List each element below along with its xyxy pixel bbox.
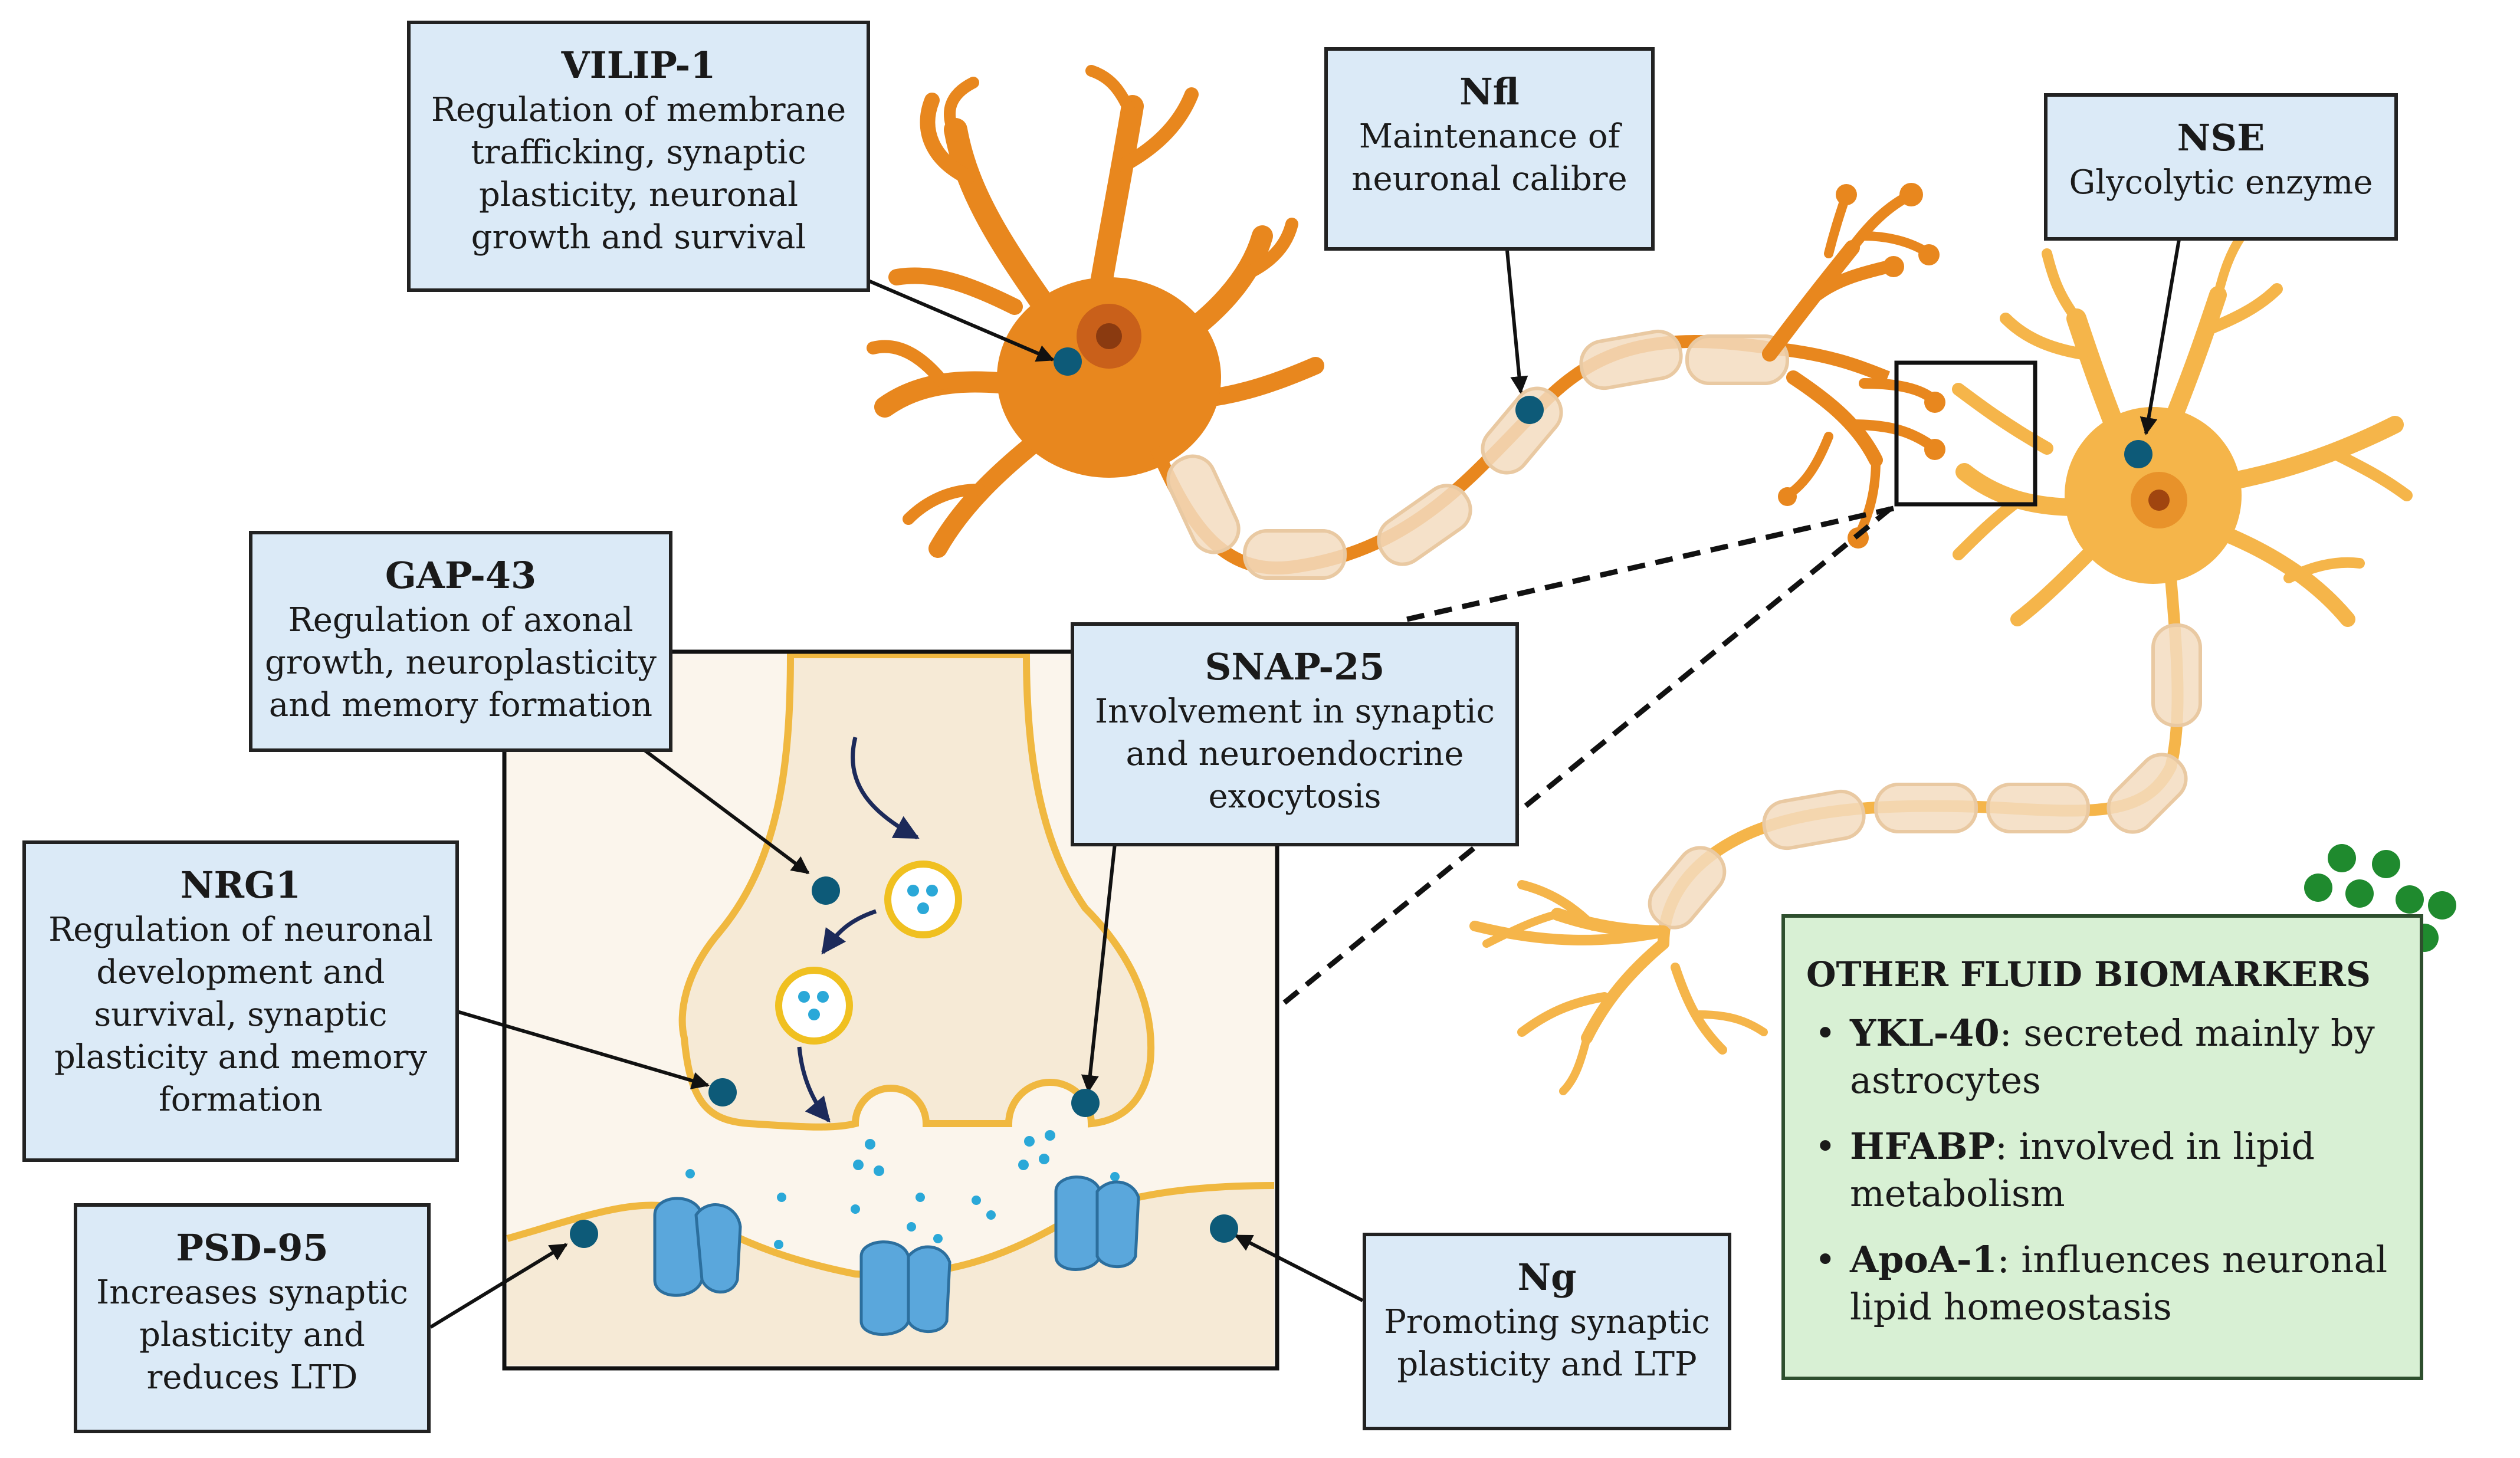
myelin-sheath-1	[1166, 329, 1789, 580]
desc-line: survival, synaptic	[94, 996, 388, 1034]
marker-ng	[1210, 1214, 1238, 1243]
neuron-presynaptic	[867, 65, 1945, 580]
box-ng: Ng Promoting synaptic plasticity and LTP	[1363, 1233, 1731, 1430]
title-psd95: PSD-95	[176, 1226, 329, 1269]
other-biomarkers-list: • YKL-40: secreted mainly by astrocytes …	[1785, 1010, 2420, 1331]
axon-2	[1658, 577, 2184, 944]
arrow-nfl	[1505, 250, 1528, 394]
axon-terminal-2	[1469, 880, 1768, 1095]
desc-line: Glycolytic enzyme	[2069, 163, 2373, 202]
myelin-sheath-2	[1648, 623, 2202, 930]
desc-line: plasticity and memory	[54, 1038, 428, 1076]
title-snap25: SNAP-25	[1205, 645, 1385, 688]
box-nrg1: NRG1 Regulation of neuronal development …	[22, 840, 459, 1162]
marker-nse	[2124, 440, 2152, 468]
bullet: •	[1814, 1125, 1836, 1168]
title-nfl: Nfl	[1459, 70, 1520, 113]
desc-line: plasticity and LTP	[1397, 1345, 1697, 1384]
marker-snap25	[1071, 1089, 1100, 1117]
desc-line: plasticity and	[139, 1316, 365, 1354]
transport-arrow-3	[797, 1046, 831, 1123]
released-neurotransmitters	[685, 1130, 1120, 1249]
neuron-1-soma	[997, 277, 1221, 478]
biomarker-markers	[570, 347, 2152, 1248]
list-item-hfabp: • HFABP: involved in lipid metabolism	[1806, 1123, 2420, 1217]
title-gap43: GAP-43	[385, 554, 537, 597]
other-biomarkers-box: OTHER FLUID BIOMARKERS • YKL-40: secrete…	[1781, 914, 2423, 1380]
item-text: : influences neuronal	[1997, 1238, 2388, 1281]
item-text-cont: lipid homeostasis	[1850, 1285, 2172, 1328]
neuron-2-nucleolus	[2148, 490, 2170, 511]
connector-arrows	[429, 235, 2181, 1329]
item-text: : secreted mainly by	[1999, 1012, 2375, 1055]
box-vilip1: VILIP-1 Regulation of membrane trafficki…	[407, 21, 870, 292]
box-snap25: SNAP-25 Involvement in synaptic and neur…	[1071, 622, 1519, 846]
desc-line: Promoting synaptic	[1384, 1303, 1710, 1341]
box-nse: NSE Glycolytic enzyme	[2044, 93, 2398, 241]
desc-line: and neuroendocrine	[1126, 735, 1464, 773]
zoom-line-bottom	[1275, 506, 1892, 1011]
desc-line: and memory formation	[268, 686, 653, 724]
box-nfl: Nfl Maintenance of neuronal calibre	[1324, 47, 1655, 251]
box-psd95: PSD-95 Increases synaptic plasticity and…	[74, 1203, 431, 1433]
vesicle-1	[884, 861, 962, 938]
arrow-gap43	[642, 747, 810, 875]
receptor-channels	[653, 1175, 1140, 1336]
title-vilip1: VILIP-1	[561, 44, 716, 87]
desc-line: trafficking, synaptic	[471, 133, 806, 172]
desc-line: formation	[159, 1081, 323, 1119]
arrow-vilip1	[866, 278, 1055, 362]
desc-line: exocytosis	[1208, 777, 1382, 816]
desc-line: growth and survival	[471, 218, 806, 257]
title-ng: Ng	[1517, 1256, 1577, 1299]
zoom-box	[1894, 360, 2037, 507]
item-name: HFABP	[1850, 1125, 1996, 1168]
list-item-apoa1: • ApoA-1: influences neuronal lipid home…	[1806, 1236, 2420, 1331]
arrow-ng	[1234, 1234, 1364, 1302]
desc-line: Regulation of membrane	[431, 91, 846, 129]
bullet: •	[1814, 1238, 1836, 1281]
desc-line: Regulation of neuronal	[48, 911, 433, 949]
arrow-nse	[2140, 235, 2181, 435]
desc-line: plasticity, neuronal	[479, 176, 798, 214]
marker-nfl	[1515, 396, 1544, 424]
neuron-postsynaptic	[1469, 231, 2413, 1095]
marker-nrg1	[708, 1078, 737, 1106]
marker-gap43	[812, 876, 840, 905]
marker-vilip1	[1054, 347, 1082, 376]
transport-arrow-1	[851, 737, 920, 840]
vesicle-2	[775, 967, 853, 1045]
bullet: •	[1814, 1012, 1836, 1055]
desc-line: reduces LTD	[146, 1358, 358, 1397]
title-nrg1: NRG1	[180, 863, 301, 907]
marker-psd95	[570, 1220, 598, 1248]
desc-line: Involvement in synaptic	[1094, 692, 1495, 731]
box-gap43: GAP-43 Regulation of axonal growth, neur…	[249, 531, 672, 752]
arrow-snap25	[1081, 843, 1117, 1093]
item-text-cont: metabolism	[1850, 1172, 2065, 1215]
desc-line: growth, neuroplasticity	[265, 643, 657, 682]
arrow-psd95	[429, 1243, 568, 1329]
desc-line: Increases synaptic	[96, 1273, 408, 1312]
item-name: ApoA-1	[1850, 1238, 1997, 1281]
desc-line: neuronal calibre	[1351, 160, 1628, 198]
desc-line: development and	[96, 953, 385, 991]
desc-line: Maintenance of	[1359, 117, 1620, 156]
other-biomarkers-title: OTHER FLUID BIOMARKERS	[1806, 954, 2371, 994]
neuron-1-nucleolus	[1096, 323, 1122, 349]
transport-arrow-2	[821, 909, 877, 955]
item-text-cont: astrocytes	[1850, 1059, 2041, 1102]
desc-line: Regulation of axonal	[288, 601, 634, 639]
list-item-ykl40: • YKL-40: secreted mainly by astrocytes	[1806, 1010, 2420, 1104]
arrow-nrg1	[457, 1010, 710, 1089]
item-text: : involved in lipid	[1995, 1125, 2315, 1168]
title-nse: NSE	[2177, 116, 2265, 159]
item-name: YKL-40	[1850, 1012, 2000, 1055]
